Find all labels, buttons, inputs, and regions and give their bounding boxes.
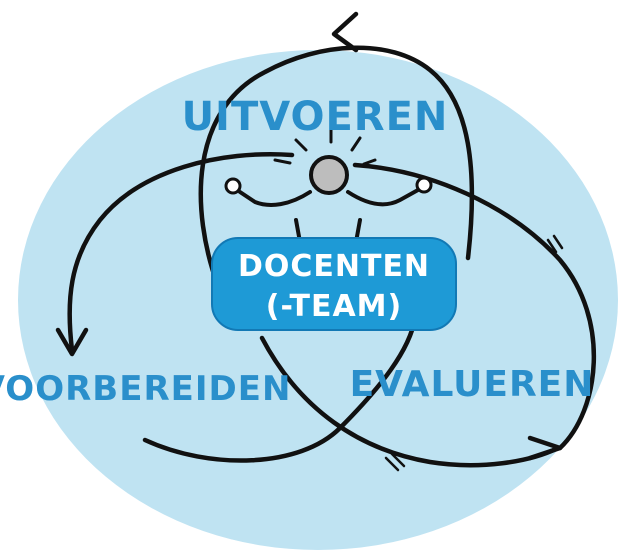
cycle-line-bottom-arc [142, 315, 418, 463]
cycle-arrow-icon [55, 327, 89, 357]
phase-label-evalueren: EVALUEREN [350, 364, 595, 405]
cycle-arrow-icon [527, 435, 563, 461]
center-label-line1: DOCENTEN [238, 249, 430, 284]
cycle-arrow-icon [331, 11, 359, 53]
cycle-line-right-loop [259, 335, 561, 468]
cycle-line-top-loop [198, 45, 475, 289]
phase-label-uitvoeren: UITVOEREN [182, 94, 449, 140]
motion-marks [384, 234, 564, 472]
arrowheads [55, 11, 563, 461]
center-label-line2: (-TEAM) [266, 289, 403, 324]
center-badge: DOCENTEN (-TEAM) [211, 237, 457, 331]
phase-label-voorbereiden: VOORBEREIDEN [0, 369, 291, 409]
cycle-line-left-arc [67, 152, 295, 353]
cycle-lines [67, 45, 597, 468]
